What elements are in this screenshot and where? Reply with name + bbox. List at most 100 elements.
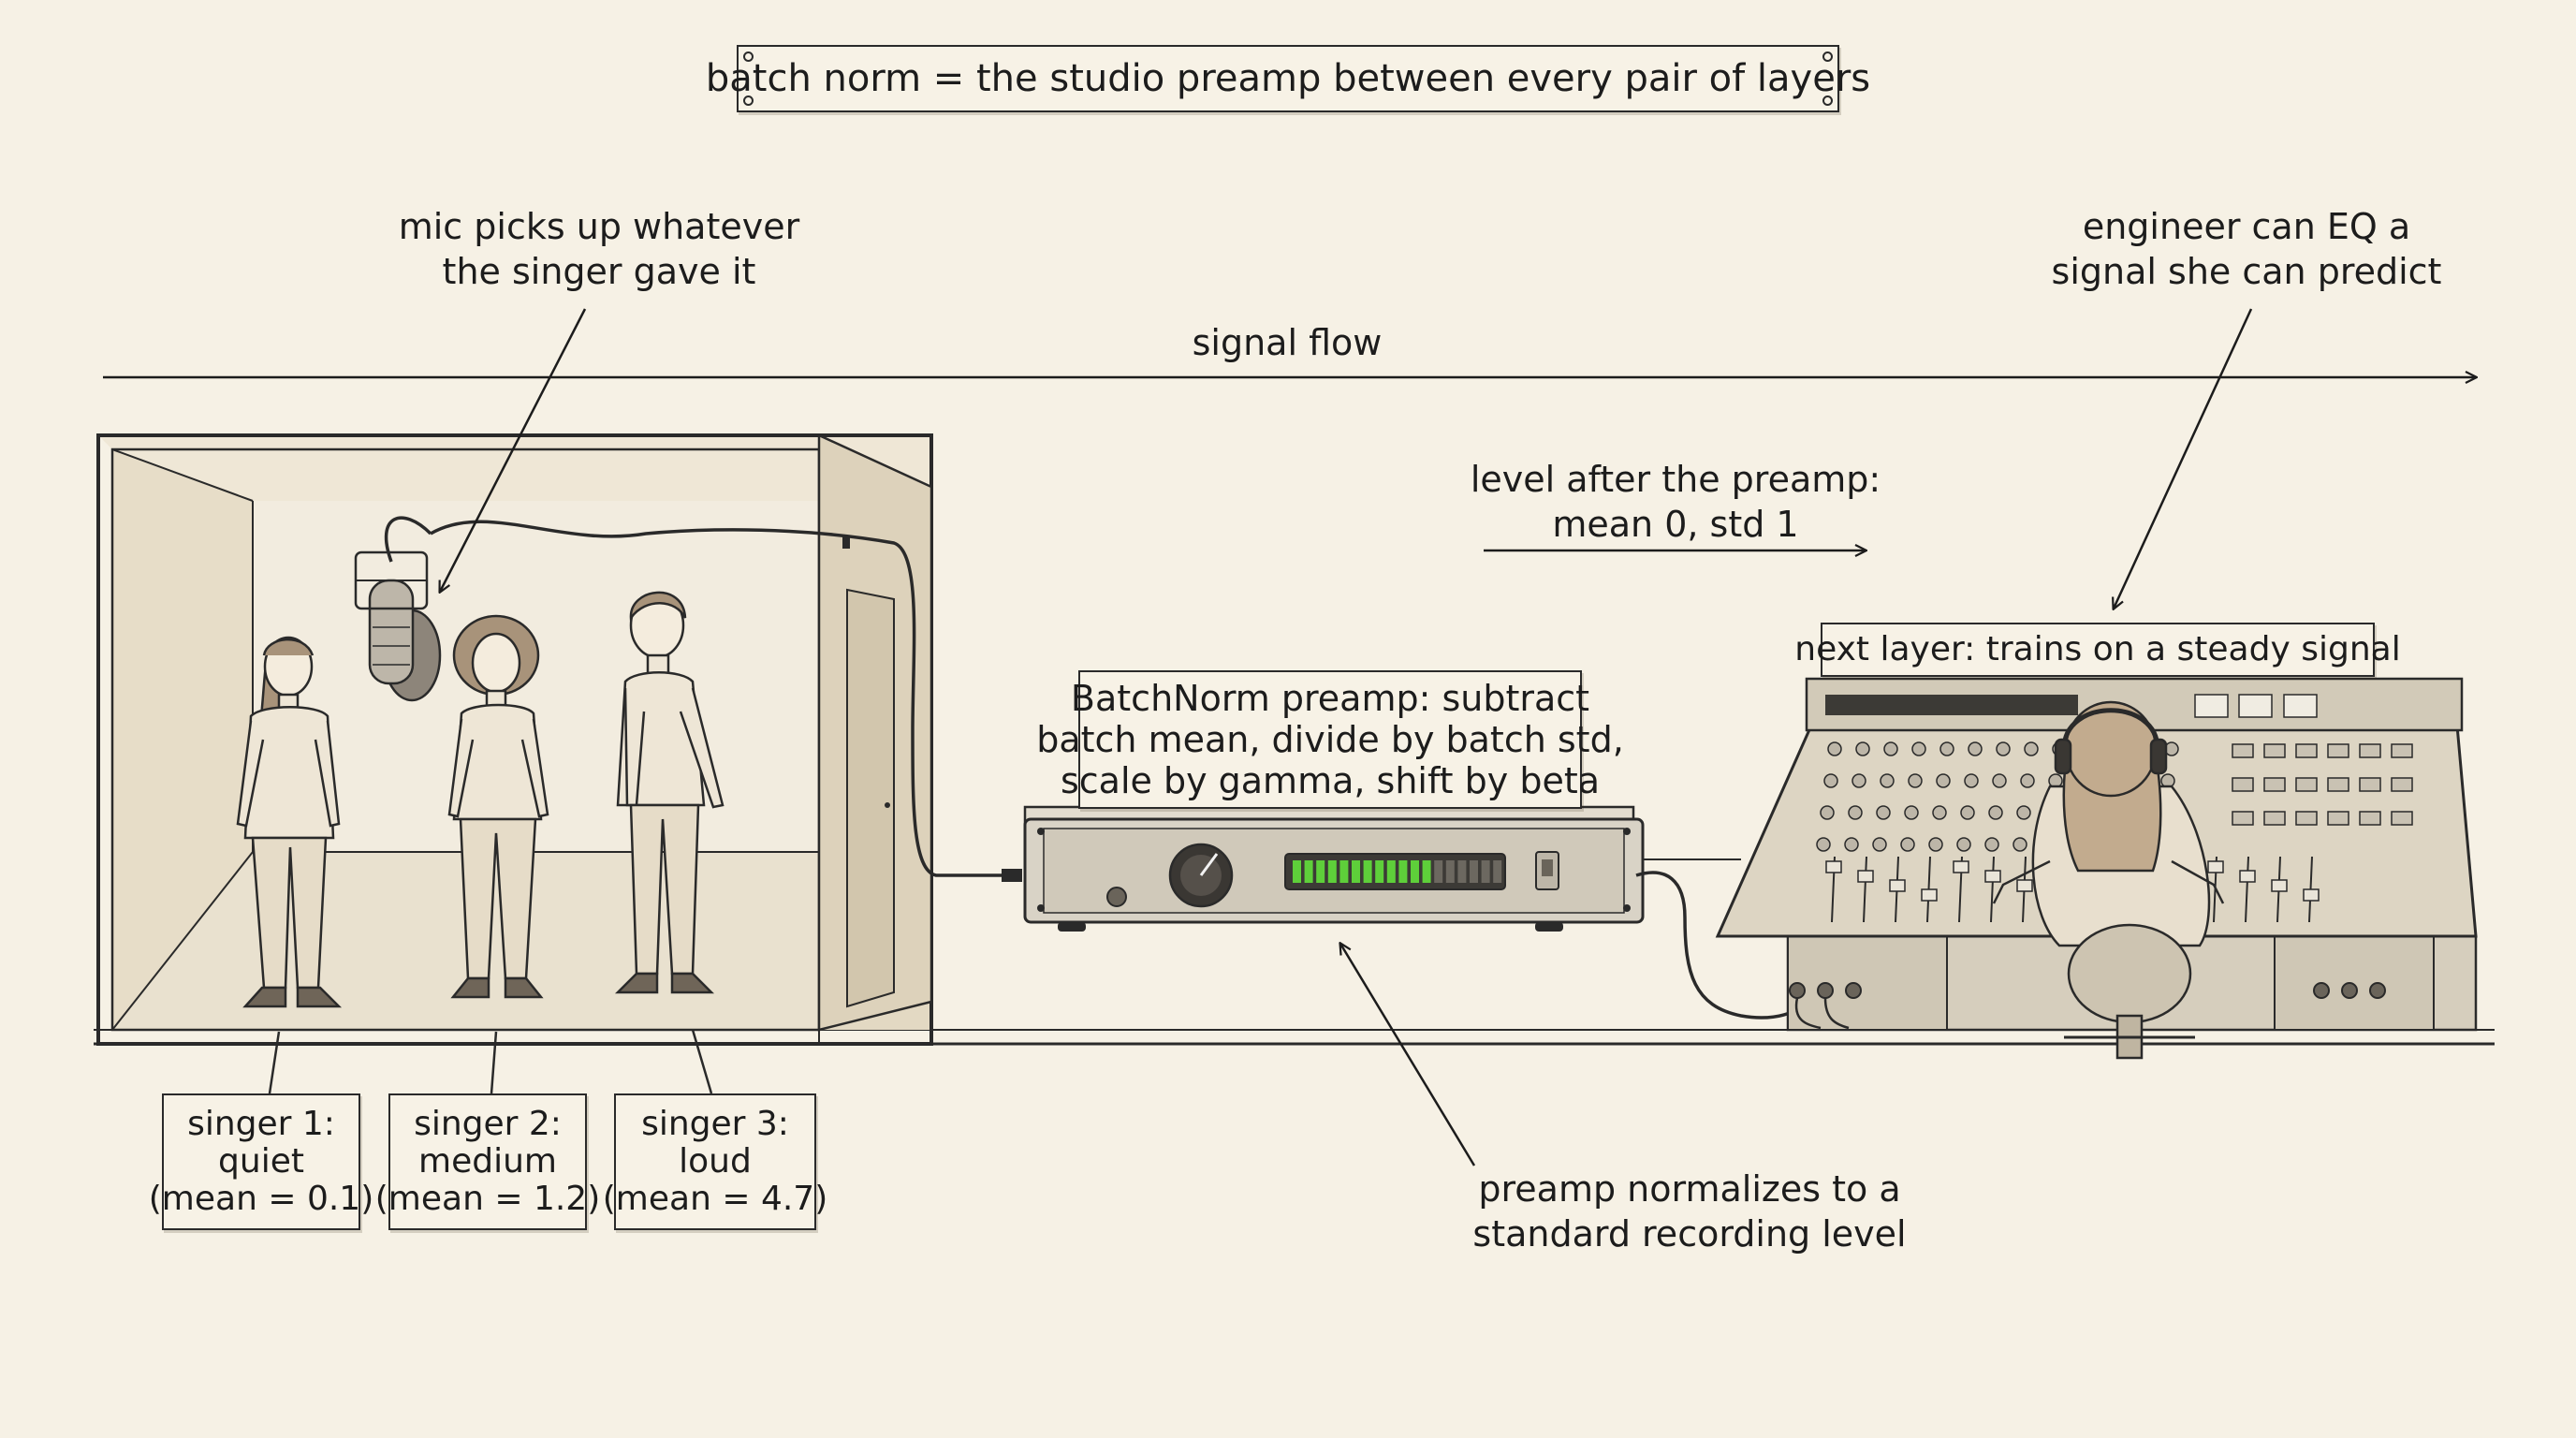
engineer-annotation: engineer can EQ a signal she can predict	[2051, 206, 2442, 292]
console-knob-icon	[1816, 837, 1831, 852]
meter-segment	[1434, 860, 1443, 883]
console-knob-icon	[1844, 837, 1859, 852]
fader-cap-icon	[1889, 879, 1906, 892]
title-banner: batch norm = the studio preamp between e…	[706, 45, 1870, 112]
console-button-icon	[2391, 777, 2413, 792]
engineer-figure	[1992, 700, 2225, 1060]
console-knob-icon	[1911, 741, 1926, 756]
console-button-icon	[2263, 811, 2286, 826]
console-knob-icon	[2012, 837, 2027, 852]
mic-annotation: mic picks up whatever the singer gave it	[398, 206, 800, 292]
console-knobs	[1816, 741, 2413, 852]
singer-1-figure	[236, 636, 343, 1008]
signal-flow-label: signal flow	[1192, 322, 1383, 363]
meter-segment	[1304, 860, 1313, 883]
meter-segment	[1339, 860, 1349, 883]
console-knob-icon	[1984, 837, 1999, 852]
meter-segment	[1316, 860, 1325, 883]
console-button-icon	[2295, 743, 2318, 758]
singer-3-label: singer 3: loud (mean = 4.7)	[603, 1093, 827, 1230]
console-button-icon	[2359, 811, 2381, 826]
console-knob-icon	[1956, 837, 1971, 852]
console-knob-icon	[1883, 741, 1898, 756]
console-button-icon	[2232, 743, 2254, 758]
console-knob-icon	[1964, 773, 1979, 788]
console-knob-icon	[2020, 773, 2035, 788]
console-knob-icon	[1872, 837, 1887, 852]
meter-segment	[1481, 860, 1490, 883]
normalize-annotation-arrow	[1340, 944, 1476, 1167]
fader-cap-icon	[1953, 860, 1969, 873]
meter-segment	[1375, 860, 1384, 883]
meter-segment	[1398, 860, 1408, 883]
console-knob-icon	[2024, 741, 2039, 756]
gain-knob-icon	[1168, 843, 1234, 908]
console-knob-icon	[1939, 741, 1954, 756]
preamp-label: BatchNorm preamp: subtract batch mean, d…	[1036, 670, 1624, 809]
fader-cap-icon	[1984, 870, 2001, 883]
console-knob-icon	[1904, 805, 1919, 820]
console-knob-icon	[1880, 773, 1895, 788]
fader-cap-icon	[2271, 879, 2288, 892]
console-button-icon	[2232, 811, 2254, 826]
page-title: batch norm = the studio preamp between e…	[705, 57, 1871, 100]
console-knob-icon	[1988, 805, 2003, 820]
console-button-icon	[2295, 777, 2318, 792]
fader-cap-icon	[2207, 860, 2224, 873]
console-knob-icon	[1968, 741, 1983, 756]
console-knob-icon	[1848, 805, 1863, 820]
console-knob-icon	[1876, 805, 1891, 820]
console-knob-icon	[1827, 741, 1842, 756]
console-button-icon	[2359, 777, 2381, 792]
input-jack-icon	[1106, 887, 1127, 907]
normalize-annotation: preamp normalizes to a standard recordin…	[1472, 1168, 1907, 1255]
console-button-icon	[2391, 811, 2413, 826]
console-knob-icon	[1960, 805, 1975, 820]
console-button-icon	[2295, 811, 2318, 826]
console-button-icon	[2232, 777, 2254, 792]
console-knob-icon	[1992, 773, 2007, 788]
console-knob-icon	[1820, 805, 1835, 820]
level-annotation: level after the preamp: mean 0, std 1	[1470, 459, 1881, 545]
fader-cap-icon	[2239, 870, 2256, 883]
console-knob-icon	[1928, 837, 1943, 852]
console-button-icon	[2359, 743, 2381, 758]
console-button-icon	[2327, 811, 2349, 826]
meter-segment	[1386, 860, 1396, 883]
console-knob-icon	[1932, 805, 1947, 820]
mic-cable	[430, 520, 1016, 877]
singer-2-figure	[447, 614, 549, 999]
level-meter-segments	[1293, 860, 1502, 883]
next-layer-label: next layer: trains on a steady signal	[1794, 623, 2401, 677]
meter-segment	[1327, 860, 1337, 883]
console-knob-icon	[1908, 773, 1923, 788]
console-button-icon	[2327, 743, 2349, 758]
meter-segment	[1363, 860, 1372, 883]
console-knob-icon	[1936, 773, 1951, 788]
singer-2-label: singer 2: medium (mean = 1.2)	[375, 1093, 600, 1230]
console-knob-icon	[1855, 741, 1870, 756]
console-knob-icon	[2016, 805, 2031, 820]
engineer-annotation-arrow	[2114, 308, 2253, 609]
fader-track	[1863, 856, 1867, 923]
console-button-icon	[2263, 743, 2286, 758]
microphone-icon	[354, 516, 442, 702]
console-knob-icon	[1900, 837, 1915, 852]
mic-annotation-arrow	[440, 308, 587, 592]
fader-track	[1990, 856, 1995, 923]
meter-segment	[1493, 860, 1502, 883]
fader-cap-icon	[1921, 888, 1938, 902]
meter-segment	[1470, 860, 1478, 883]
fader-track	[2245, 856, 2249, 923]
fader-cap-icon	[1857, 870, 1874, 883]
fader-cap-icon	[2016, 879, 2033, 892]
meter-segment	[1293, 860, 1301, 883]
console-button-icon	[2327, 777, 2349, 792]
singer-1-label: singer 1: quiet (mean = 0.1)	[149, 1093, 373, 1230]
preamp-unit	[1023, 805, 1645, 932]
meter-segment	[1445, 860, 1455, 883]
meter-segment	[1422, 860, 1431, 883]
fader-cap-icon	[1825, 860, 1842, 873]
